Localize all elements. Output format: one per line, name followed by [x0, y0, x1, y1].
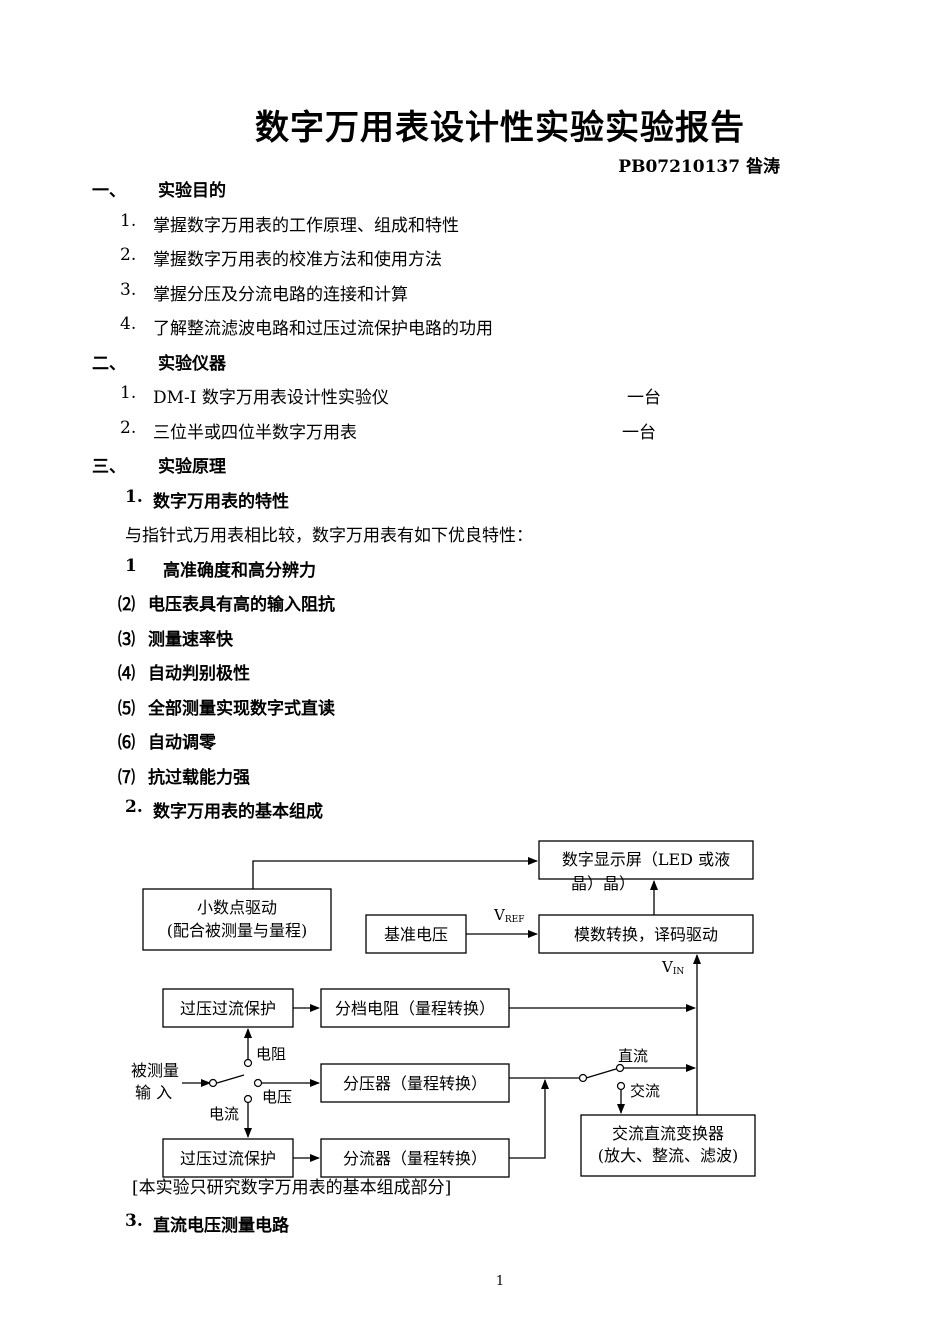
section3-number: 三、 — [92, 457, 126, 477]
decimal-driver-label-line1: 小数点驱动 — [197, 898, 277, 917]
section3-heading: 实验原理 — [158, 457, 226, 477]
feature-1-num: 1 — [125, 556, 137, 576]
feature-5-num: ⑸ — [118, 699, 135, 719]
section2-item-1-qty: 一台 — [627, 388, 661, 408]
voltage-label: 电压 — [262, 1088, 292, 1106]
feature-6: 自动调零 — [148, 733, 216, 753]
vin-label: VIN — [661, 958, 684, 977]
section2-item-1: DM-Ⅰ 数字万用表设计性实验仪 — [153, 388, 389, 408]
feature-1: 高准确度和高分辨力 — [163, 561, 316, 581]
subsection1-heading: 数字万用表的特性 — [153, 492, 289, 512]
section1-item-2-num: 2. — [120, 245, 137, 265]
feature-6-num: ⑹ — [118, 733, 135, 753]
section2-heading: 实验仪器 — [158, 354, 226, 374]
subsection1-number: 1. — [125, 487, 143, 507]
document-title: 数字万用表设计性实验实验报告 — [255, 108, 745, 148]
subsection2-number: 2. — [125, 797, 143, 817]
feature-7-num: ⑺ — [118, 768, 135, 788]
feature-3: 测量速率快 — [148, 630, 233, 650]
section2-item-2: 三位半或四位半数字万用表 — [153, 423, 357, 443]
feature-5: 全部测量实现数字式直读 — [148, 699, 335, 719]
section1-item-4-num: 4. — [120, 314, 137, 334]
section1-item-2: 掌握数字万用表的校准方法和使用方法 — [153, 250, 442, 270]
section1-heading: 实验目的 — [158, 181, 226, 201]
resistance-label: 电阻 — [256, 1045, 286, 1063]
current-label: 电流 — [209, 1105, 239, 1123]
diagram-caption: [本实验只研究数字万用表的基本组成部分] — [132, 1178, 451, 1198]
section2-item-2-qty: 一台 — [622, 423, 656, 443]
dc-label: 直流 — [618, 1047, 648, 1065]
page-number: 1 — [495, 1274, 505, 1289]
subsection2-heading: 数字万用表的基本组成 — [153, 802, 323, 822]
reference-label: 基准电压 — [384, 925, 448, 944]
input-label-line2: 输 入 — [135, 1083, 172, 1102]
subsection3-heading: 直流电压测量电路 — [153, 1216, 289, 1236]
divider-resistor-label: 分档电阻（量程转换） — [335, 999, 495, 1018]
voltage-divider-box — [320, 1063, 510, 1103]
feature-4-num: ⑷ — [118, 664, 135, 684]
section2-item-1-num: 1. — [120, 383, 137, 403]
acdc-label-line1: 交流直流变换器 — [612, 1124, 724, 1143]
decimal-driver-label-line2: (配合被测量与量程) — [167, 921, 308, 940]
section1-item-1-num: 1. — [120, 211, 137, 231]
shunt-label: 分流器（量程转换） — [343, 1149, 487, 1168]
display-box — [538, 840, 754, 880]
protect-bottom-label: 过压过流保护 — [180, 1149, 276, 1168]
acdc-converter-box — [580, 1114, 756, 1177]
section1-item-1: 掌握数字万用表的工作原理、组成和特性 — [153, 216, 459, 236]
adc-box — [538, 914, 754, 954]
decimal-driver-box — [142, 888, 332, 951]
section1-item-3-num: 3. — [120, 280, 137, 300]
feature-2-num: ⑵ — [118, 595, 135, 615]
adc-label: 模数转换，译码驱动 — [574, 925, 718, 944]
feature-7: 抗过载能力强 — [148, 768, 250, 788]
feature-2: 电压表具有高的输入阻抗 — [148, 595, 335, 615]
acdc-label-line2: (放大、整流、滤波) — [598, 1146, 739, 1165]
protect-top-label: 过压过流保护 — [180, 999, 276, 1018]
feature-4: 自动判别极性 — [148, 664, 250, 684]
section1-item-3: 掌握分压及分流电路的连接和计算 — [153, 285, 408, 305]
author-line: PB07210137 昝涛 — [618, 157, 780, 177]
display-label-line1: 数字显示屏（LED 或液 — [562, 850, 730, 869]
input-label-line1: 被测量 — [131, 1061, 179, 1080]
ac-label: 交流 — [630, 1082, 660, 1100]
section1-number: 一、 — [92, 181, 126, 201]
section1-item-4: 了解整流滤波电路和过压过流保护电路的功用 — [153, 319, 493, 339]
features-intro: 与指针式万用表相比较，数字万用表有如下优良特性： — [125, 526, 533, 546]
section2-number: 二、 — [92, 354, 126, 374]
section2-item-2-num: 2. — [120, 418, 137, 438]
voltage-divider-label: 分压器（量程转换） — [343, 1074, 487, 1093]
feature-3-num: ⑶ — [118, 630, 135, 650]
vref-label: VREF — [493, 906, 524, 925]
display-label-line2: 晶）晶） — [571, 874, 635, 893]
subsection3-number: 3. — [125, 1211, 143, 1231]
